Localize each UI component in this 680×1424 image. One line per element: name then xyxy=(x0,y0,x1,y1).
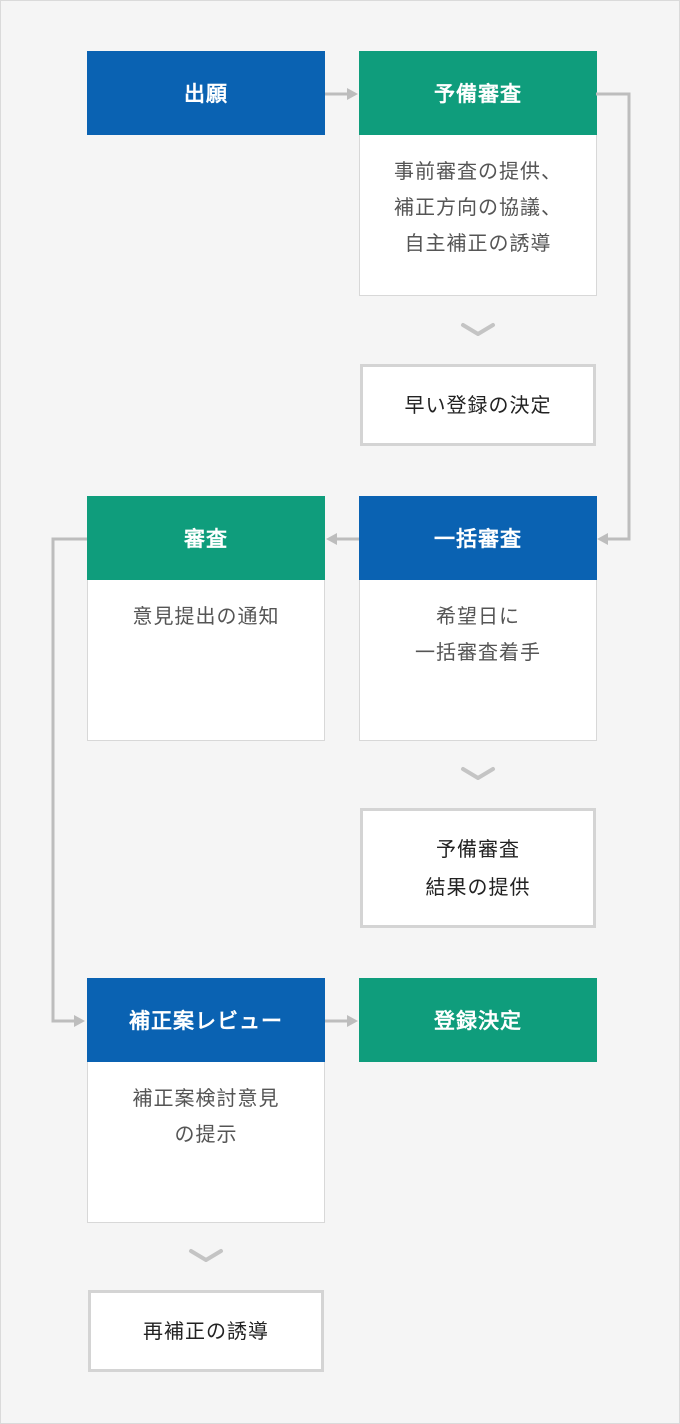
application-node: 出願 xyxy=(87,51,325,135)
arrowhead-preliminary-to-batch xyxy=(597,533,608,545)
preliminary-result-result: 予備審査 結果の提供 xyxy=(360,808,596,928)
arrowhead-batch-to-examination xyxy=(326,533,337,545)
amendment-review-node: 補正案レビュー xyxy=(87,978,325,1062)
registration-decision-node: 登録決定 xyxy=(359,978,597,1062)
examination-node: 審査 xyxy=(87,496,325,580)
chevron-down-icon xyxy=(461,767,495,780)
chevron-down-icon xyxy=(189,1249,223,1262)
arrow-examination-to-amendment xyxy=(51,537,87,1023)
arrowhead-amendment-to-registration xyxy=(347,1015,358,1027)
arrowhead-examination-to-amendment xyxy=(74,1015,85,1027)
arrow-preliminary-to-batch xyxy=(596,92,631,541)
preliminary-exam-node: 予備審査 xyxy=(359,51,597,135)
arrowhead-application-to-preliminary xyxy=(347,88,358,100)
batch-exam-description: 希望日に 一括審査着手 xyxy=(359,580,597,741)
early-registration-result: 早い登録の決定 xyxy=(360,364,596,446)
batch-exam-node: 一括審査 xyxy=(359,496,597,580)
preliminary-exam-description: 事前審査の提供、 補正方向の協議、 自主補正の誘導 xyxy=(359,135,597,296)
re-amendment-result: 再補正の誘導 xyxy=(88,1290,324,1372)
examination-description: 意見提出の通知 xyxy=(87,580,325,741)
amendment-review-description: 補正案検討意見 の提示 xyxy=(87,1062,325,1223)
chevron-down-icon xyxy=(461,323,495,336)
